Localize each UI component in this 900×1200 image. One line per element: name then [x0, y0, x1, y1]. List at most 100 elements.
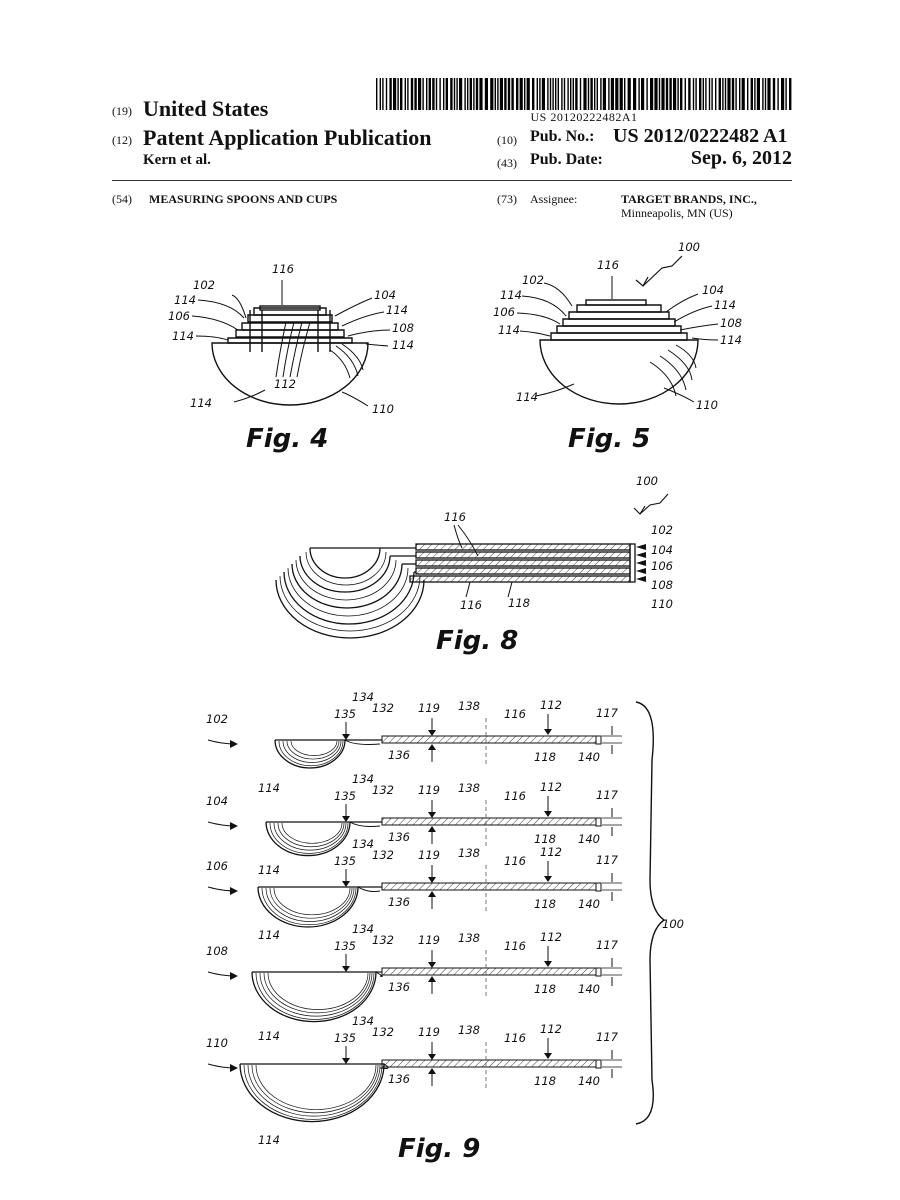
fig9-ref-138: 138 [458, 781, 480, 795]
barcode-bar [624, 78, 626, 110]
barcode-bar [385, 78, 388, 110]
fig9-ref-112: 112 [540, 780, 562, 794]
arrow-head [342, 734, 350, 740]
fig9-ref-140: 140 [578, 982, 600, 996]
fig9-bowl-ref: 114 [258, 781, 280, 795]
fig9-ref-135: 135 [334, 1031, 356, 1045]
arrow-head [342, 1058, 350, 1064]
arrow-head [544, 961, 552, 967]
bowl-hatch-line [269, 887, 353, 919]
fig8-ref: 104 [651, 543, 673, 557]
barcode-bar [428, 78, 431, 110]
inid-code-19: (19) [112, 104, 132, 118]
barcode-bar [619, 78, 623, 110]
barcode-bar [459, 78, 463, 110]
barcode-bar [572, 78, 574, 110]
barcode-bar [418, 78, 422, 110]
barcode-bar [552, 78, 554, 110]
arrow-head [544, 1053, 552, 1059]
barcode-bar [464, 78, 466, 110]
bowl-hatch-line [277, 822, 345, 848]
fig4-ref: 114 [392, 338, 414, 352]
fig5-ref: 114 [516, 390, 538, 404]
spoon-neck-underside [349, 821, 381, 827]
arrow-head [544, 811, 552, 817]
fig9-ref-134: 134 [352, 1014, 374, 1028]
bowl-hatch-line [290, 740, 338, 756]
fig8-ref: 116 [444, 510, 466, 524]
barcode-bar [469, 78, 472, 110]
fig9-ref-119: 119 [418, 933, 440, 947]
fig4-ref: 102 [193, 278, 215, 292]
barcode-bar [404, 78, 406, 110]
fig9-ref-134: 134 [352, 922, 374, 936]
publication-type: Patent Application Publication [143, 125, 432, 150]
barcode-bar [702, 78, 704, 110]
fig5-ref: 114 [714, 298, 736, 312]
barcode-bar [393, 78, 397, 110]
barcode-bar [490, 78, 494, 110]
spoon-bowl [274, 739, 346, 769]
barcode-bar [638, 78, 640, 110]
handle-plate [381, 817, 597, 826]
bowl-hatch-line [255, 972, 375, 1020]
barcode-bar [524, 78, 526, 110]
barcode-bar [756, 78, 760, 110]
barcode-bar [473, 78, 475, 110]
fig9-ref-119: 119 [418, 1025, 440, 1039]
arrow-head [428, 962, 436, 968]
barcode-bar [772, 78, 776, 110]
fig5-ref: 116 [597, 258, 619, 272]
barcode-bar [590, 78, 593, 110]
fig8-caption: Fig. 8 [436, 626, 519, 656]
barcode-bar [567, 78, 569, 110]
arrow-head [342, 966, 350, 972]
barcode-bar [475, 78, 479, 110]
fig9-ref-135: 135 [334, 939, 356, 953]
bowl-hatch-line [267, 972, 369, 1010]
bowl-hatch-line [273, 887, 351, 916]
barcode-bar [658, 78, 661, 110]
spoon-bowl [251, 971, 377, 1023]
pub-no-label: Pub. No.: [530, 128, 595, 145]
fig9-ref-135: 135 [334, 854, 356, 868]
fig9-ref-140: 140 [578, 897, 600, 911]
barcode-bar [549, 78, 552, 110]
barcode-bar [570, 78, 572, 110]
barcode-image [376, 78, 792, 110]
spoon-bowl [265, 821, 351, 857]
inid-code-10: (10) [497, 133, 517, 147]
fig9-ref-132: 132 [372, 1025, 394, 1039]
fig8-ref: 106 [651, 559, 673, 573]
bowl-hatch-line [282, 740, 342, 763]
fig8-ref: 118 [508, 596, 530, 610]
fig9-ref-119: 119 [418, 783, 440, 797]
arrow-head [342, 816, 350, 822]
fig5-ref: 114 [498, 323, 520, 337]
barcode-bar [735, 78, 737, 110]
fig9-bowl-ref: 114 [258, 1133, 280, 1147]
fig9-bowl-ref: 114 [258, 928, 280, 942]
barcode-bar [414, 78, 417, 110]
fig5-ref: 100 [678, 240, 700, 254]
spoon-neck-underside [357, 886, 381, 892]
fig5-ref: 114 [500, 288, 522, 302]
fig9-spoon-ref: 110 [206, 1036, 228, 1050]
barcode-bar [695, 78, 697, 110]
barcode-bar [596, 78, 598, 110]
fig9-ref-140: 140 [578, 750, 600, 764]
handle-plate [381, 882, 597, 891]
assembly-brace [635, 701, 666, 1125]
barcode-bar [382, 78, 384, 110]
barcode-bar [439, 78, 441, 110]
barcode-bar [718, 78, 721, 110]
barcode-bar [484, 78, 488, 110]
barcode-bar [467, 78, 469, 110]
barcode-bar [497, 78, 499, 110]
arrow-head [428, 730, 436, 736]
fig9-ref-138: 138 [458, 931, 480, 945]
assignee-name: TARGET BRANDS, INC., [621, 192, 757, 206]
country-name: United States [143, 96, 269, 121]
fig4-ref: 106 [168, 309, 190, 323]
arrow-head [428, 812, 436, 818]
